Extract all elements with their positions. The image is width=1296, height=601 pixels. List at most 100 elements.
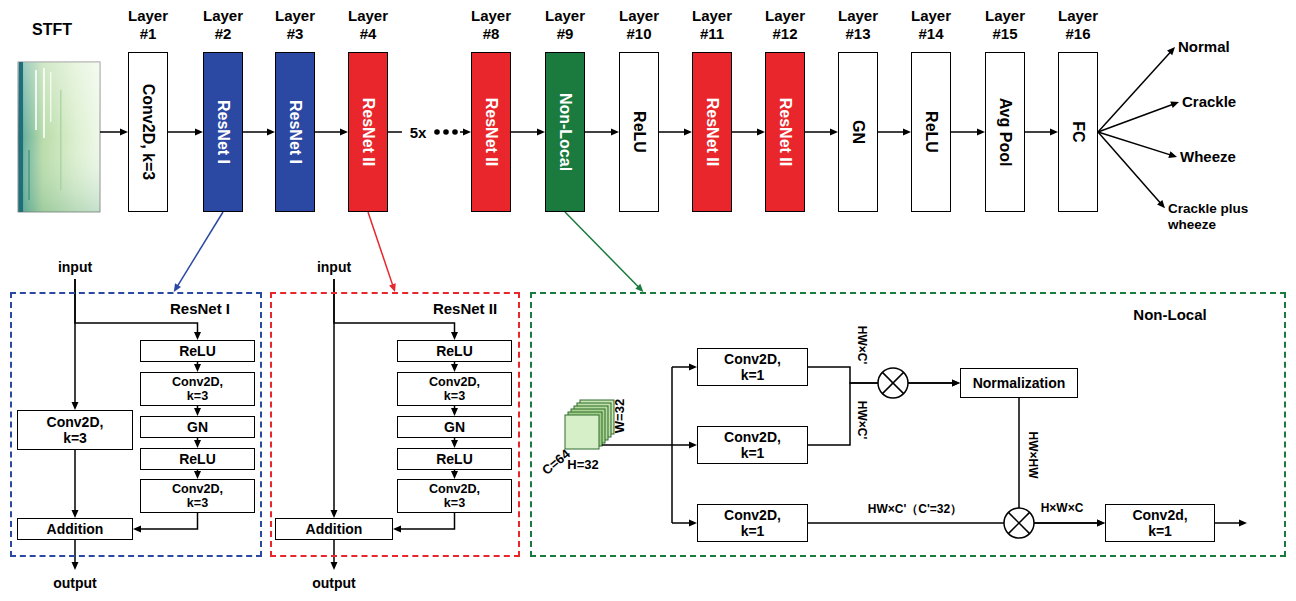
layer-box: Layer #13GN [838, 52, 878, 212]
connector [1098, 47, 1175, 132]
layer-box: Layer #16FC [1058, 52, 1098, 212]
layer-name: ResNet II [482, 98, 500, 166]
layer-name: Conv2D, k=3 [139, 84, 157, 180]
class-output: Wheeze [1180, 146, 1260, 168]
layer-box: Layer #4ResNet II [348, 52, 388, 212]
box-label: Conv2d, k=1 [1128, 507, 1192, 539]
connector [451, 406, 458, 416]
split-lines [602, 367, 690, 523]
panel-title: Non-Local [1110, 306, 1230, 323]
layer-heading: Layer #14 [902, 7, 960, 43]
layer-heading: Layer #15 [976, 7, 1034, 43]
annotation-label: W=32 [612, 397, 627, 435]
layer-heading: Layer #13 [829, 7, 887, 43]
box-label: Conv2D, k=1 [721, 351, 785, 383]
io-terminal: input [50, 257, 100, 277]
connector [732, 129, 765, 136]
box-label: Normalization [973, 375, 1066, 391]
process-box: Conv2d, k=1 [1105, 504, 1215, 542]
process-box: Conv2D, k=1 [697, 348, 808, 386]
io-label: input [317, 259, 351, 276]
connector [1098, 101, 1179, 132]
process-box: Conv2D, k=3 [140, 372, 255, 406]
connector [451, 470, 458, 479]
process-box: Conv2D, k=3 [140, 479, 255, 513]
layer-heading: Layer #1 [119, 7, 177, 43]
connector [805, 129, 838, 136]
layer-name: ResNet II [703, 98, 721, 166]
class-name: Crackle plus wheeze [1168, 201, 1276, 233]
box-label: Conv2D, k=1 [721, 429, 785, 461]
connector [659, 129, 692, 136]
layer-name: ResNet II [359, 98, 377, 166]
layer-name: ResNet I [214, 100, 232, 164]
process-box: Normalization [960, 368, 1078, 398]
io-label: output [312, 575, 356, 592]
box-label: Conv2D, k=3 [166, 482, 230, 511]
connector [451, 438, 458, 448]
connector [585, 129, 619, 136]
connector [133, 513, 198, 533]
layer-heading: Layer #4 [339, 7, 397, 43]
layer-name: GN [849, 120, 867, 144]
process-box: Addition [275, 518, 393, 540]
layer-name: FC [1069, 121, 1087, 142]
box-label: Addition [306, 521, 363, 537]
io-label: input [58, 259, 92, 276]
layer-heading: Layer #11 [683, 7, 741, 43]
repeat-dots [402, 120, 460, 144]
layer-name: Non-Local [556, 93, 574, 171]
layer-box: Layer #3ResNet I [275, 52, 315, 212]
layer-heading: Layer #2 [194, 7, 252, 43]
connector [451, 362, 458, 372]
box-label: Conv2D, k=3 [166, 375, 230, 404]
multiply-symbol [1004, 508, 1034, 538]
layer-box: Layer #1Conv2D, k=3 [128, 52, 168, 212]
annotation-label: STFT [30, 21, 74, 39]
connector [511, 129, 545, 136]
connector [194, 470, 201, 479]
split-heads [689, 364, 697, 527]
module-panel: ResNet IIReLUConv2D, k=3GNReLUConv2D, k=… [270, 292, 520, 557]
box-label: Addition [47, 521, 104, 537]
connector [1019, 398, 1105, 527]
annotation-label: H=32 [565, 457, 600, 472]
layer-heading: Layer #16 [1049, 7, 1107, 43]
io-terminal: input [309, 257, 359, 277]
layer-box: Layer #2ResNet I [203, 52, 243, 212]
io-terminal: output [309, 573, 359, 593]
io-terminal: output [50, 573, 100, 593]
layer-heading: Layer #10 [610, 7, 668, 43]
spectrogram [18, 62, 100, 212]
connector [174, 212, 223, 292]
box-label: ReLU [436, 451, 473, 467]
class-output: Crackle [1182, 91, 1262, 113]
layer-name: ResNet II [776, 98, 794, 166]
connector [808, 520, 1105, 527]
box-label: Conv2D, k=3 [423, 375, 487, 404]
panel-title: ResNet I [145, 300, 255, 317]
feature-map [565, 400, 614, 449]
box-label: ReLU [179, 451, 216, 467]
annotation-label: 5x [408, 124, 429, 141]
connector [368, 212, 396, 292]
edge-label: HW×C' [855, 399, 869, 442]
box-label: Conv2D, k=1 [721, 507, 785, 539]
process-box: Conv2D, k=1 [697, 504, 808, 542]
connector [72, 540, 79, 570]
layer-name: Avg Pool [996, 98, 1014, 167]
annotation-label: H×W×C [1039, 501, 1086, 515]
layer-name: ReLU [922, 111, 940, 153]
multiply-symbol [878, 368, 908, 398]
edge-label: HW×C' [855, 324, 869, 367]
process-box: Addition [17, 518, 133, 540]
connector [243, 129, 275, 136]
connector [194, 406, 201, 416]
box-label: ReLU [436, 343, 473, 359]
class-name: Wheeze [1180, 148, 1236, 166]
process-box: Conv2D, k=3 [397, 372, 512, 406]
layer-box: Layer #9Non-Local [545, 52, 585, 212]
edge-label: HW×C'（C'=32） [866, 501, 964, 518]
process-box: Conv2D, k=3 [17, 410, 133, 450]
